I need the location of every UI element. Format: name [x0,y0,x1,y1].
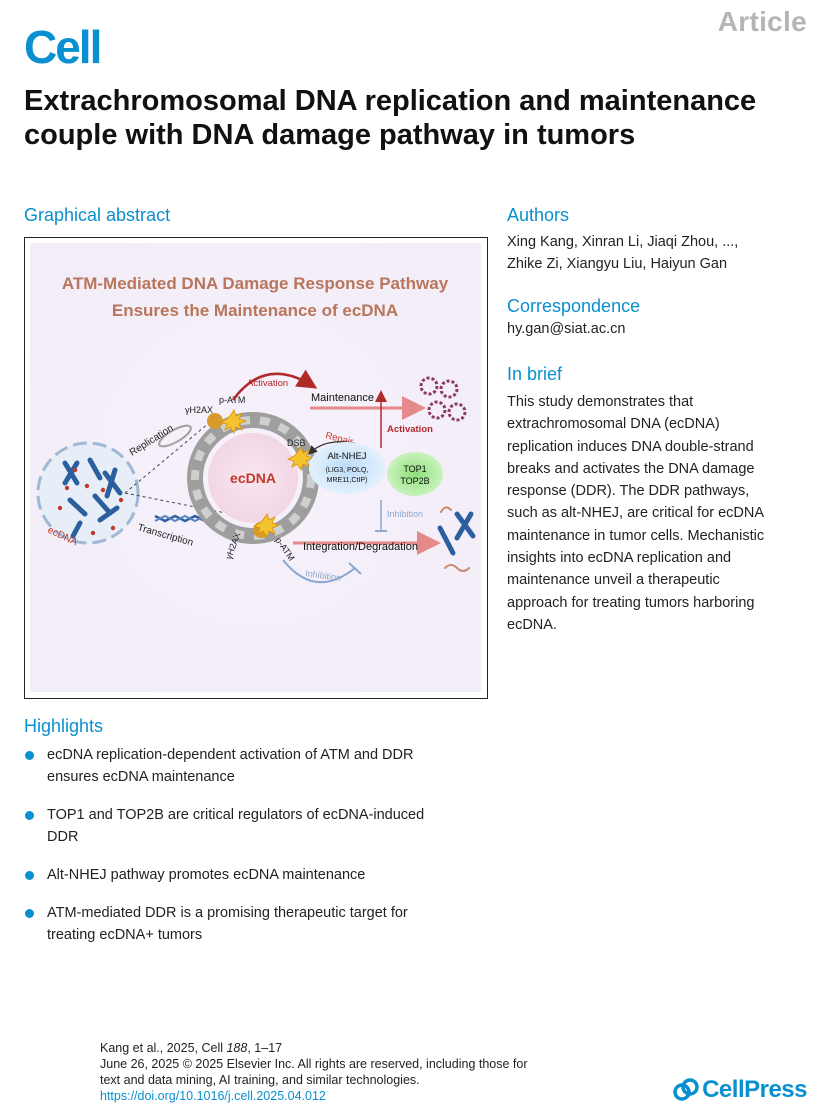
replication-connector [124,417,216,494]
correspondence-heading: Correspondence [507,296,641,316]
in-brief-line: breaks and activates the DNA damage [507,460,755,477]
in-brief-line: maintenance in tumor cells. Mechanistic [507,527,765,544]
rights-line: text and data mining, AI training, and s… [100,1073,420,1087]
in-brief-line: ecDNA. [507,616,557,633]
article-title: Extrachromosomal DNA replication and mai… [24,85,757,151]
in-brief-line: extrachromosomal DNA (ecDNA) [507,416,720,433]
article-type-label: Article [717,6,807,37]
cellpress-wordmark: CellPress [702,1076,807,1103]
activation-top-label: Activation [247,378,288,389]
graphical-abstract-figure: ATM-Mediated DNA Damage Response Pathway… [24,237,488,699]
alt-nhej-label: Alt-NHEJ [327,451,366,462]
tumor-cell-illustration: ecDNA [36,441,140,548]
figure-title-line1: ATM-Mediated DNA Damage Response Pathway [62,274,449,293]
in-brief-text: This study demonstrates that extrachromo… [507,391,807,636]
bullet-icon [25,871,34,880]
p-atm-top-label: p-ATM [219,395,245,405]
in-brief-line: replication induces DNA double-strand [507,438,754,455]
integration-degradation-label: Integration/Degradation [303,541,418,553]
activation-right-label: Activation [387,424,433,435]
highlight-item: Alt-NHEJ pathway promotes ecDNA maintena… [24,864,494,886]
in-brief-line: insights into ecDNA replication and [507,550,732,567]
doi-link[interactable]: https://doi.org/10.1016/j.cell.2025.04.0… [100,1089,326,1103]
in-brief-line: This study demonstrates that [507,394,694,410]
cellpress-logo-icon [673,1078,699,1101]
gamma-h2ax-top-label: γH2AX [185,405,213,415]
top1-top2b-bubble [387,452,443,496]
authors-line: Xing Kang, Xinran Li, Jiaqi Zhou, ..., [507,234,739,250]
in-brief-line: response (DDR). The DDR pathways, [507,483,750,500]
dsb-label: DSB [287,438,306,448]
dsb-burst-icon-bottom [252,513,281,538]
in-brief-line: maintenance unveil a therapeutic [507,572,720,589]
replication-fork-icon [158,424,192,448]
maintenance-label: Maintenance [311,392,374,404]
highlight-item: TOP1 and TOP2B are critical regulators o… [24,804,494,848]
bullet-icon [25,811,34,820]
citation-footer: Kang et al., 2025, Cell 188, 1–17 June 2… [100,1040,600,1104]
journal-logo: Cell [24,21,102,73]
graphical-abstract-heading: Graphical abstract [24,205,171,225]
highlight-item: ATM-mediated DDR is a promising therapeu… [24,902,494,946]
in-brief-heading: In brief [507,364,563,384]
ecdna-ring-illustration [187,412,319,544]
inhibition-bottom-label: Inhibition [305,568,342,583]
cellpress-logo: CellPress [673,1076,807,1104]
integrated-chromosome-icons [437,506,476,572]
dsb-burst-icon-right [286,446,315,471]
authors-line: Zhike Zi, Xiangyu Liu, Haiyun Gan [507,256,728,272]
ecdna-center-label: ecDNA [230,470,276,486]
inhibition-right-label: Inhibition [387,509,423,519]
atm-top-icon [207,413,223,429]
correspondence-email[interactable]: hy.gan@siat.ac.cn [507,321,626,337]
graphical-abstract-svg: ATM-Mediated DNA Damage Response Pathway… [25,238,486,697]
alt-nhej-detail-line1: (LIG3, POLQ, [326,467,369,474]
highlights-list: ecDNA replication-dependent activation o… [24,744,494,962]
bullet-icon [25,751,34,760]
in-brief-line: approach for treating tumors harboring [507,594,755,611]
inhibition-arrow-bottom [282,559,356,584]
figure-title-line2: Ensures the Maintenance of ecDNA [112,301,398,320]
citation-line: Kang et al., 2025, Cell 188, 1–17 [100,1041,283,1055]
dsb-burst-icon-top [219,409,248,434]
authors-list: Xing Kang, Xinran Li, Jiaqi Zhou, ..., Z… [507,231,807,275]
alt-nhej-bubble [309,442,385,494]
authors-heading: Authors [507,205,570,225]
maintained-ecdna-icons [419,376,467,422]
top1-label: TOP1 [403,464,426,474]
highlights-heading: Highlights [24,716,104,736]
highlight-item: ecDNA replication-dependent activation o… [24,744,494,788]
top2b-label: TOP2B [400,476,429,486]
in-brief-line: such as alt-NHEJ, are critical for ecDNA [507,505,765,522]
copyright-line: June 26, 2025 © 2025 Elsevier Inc. All r… [100,1057,528,1071]
alt-nhej-detail-line2: MRE11,CtIP) [327,477,368,484]
bullet-icon [25,909,34,918]
activation-arrow-top [231,369,318,401]
